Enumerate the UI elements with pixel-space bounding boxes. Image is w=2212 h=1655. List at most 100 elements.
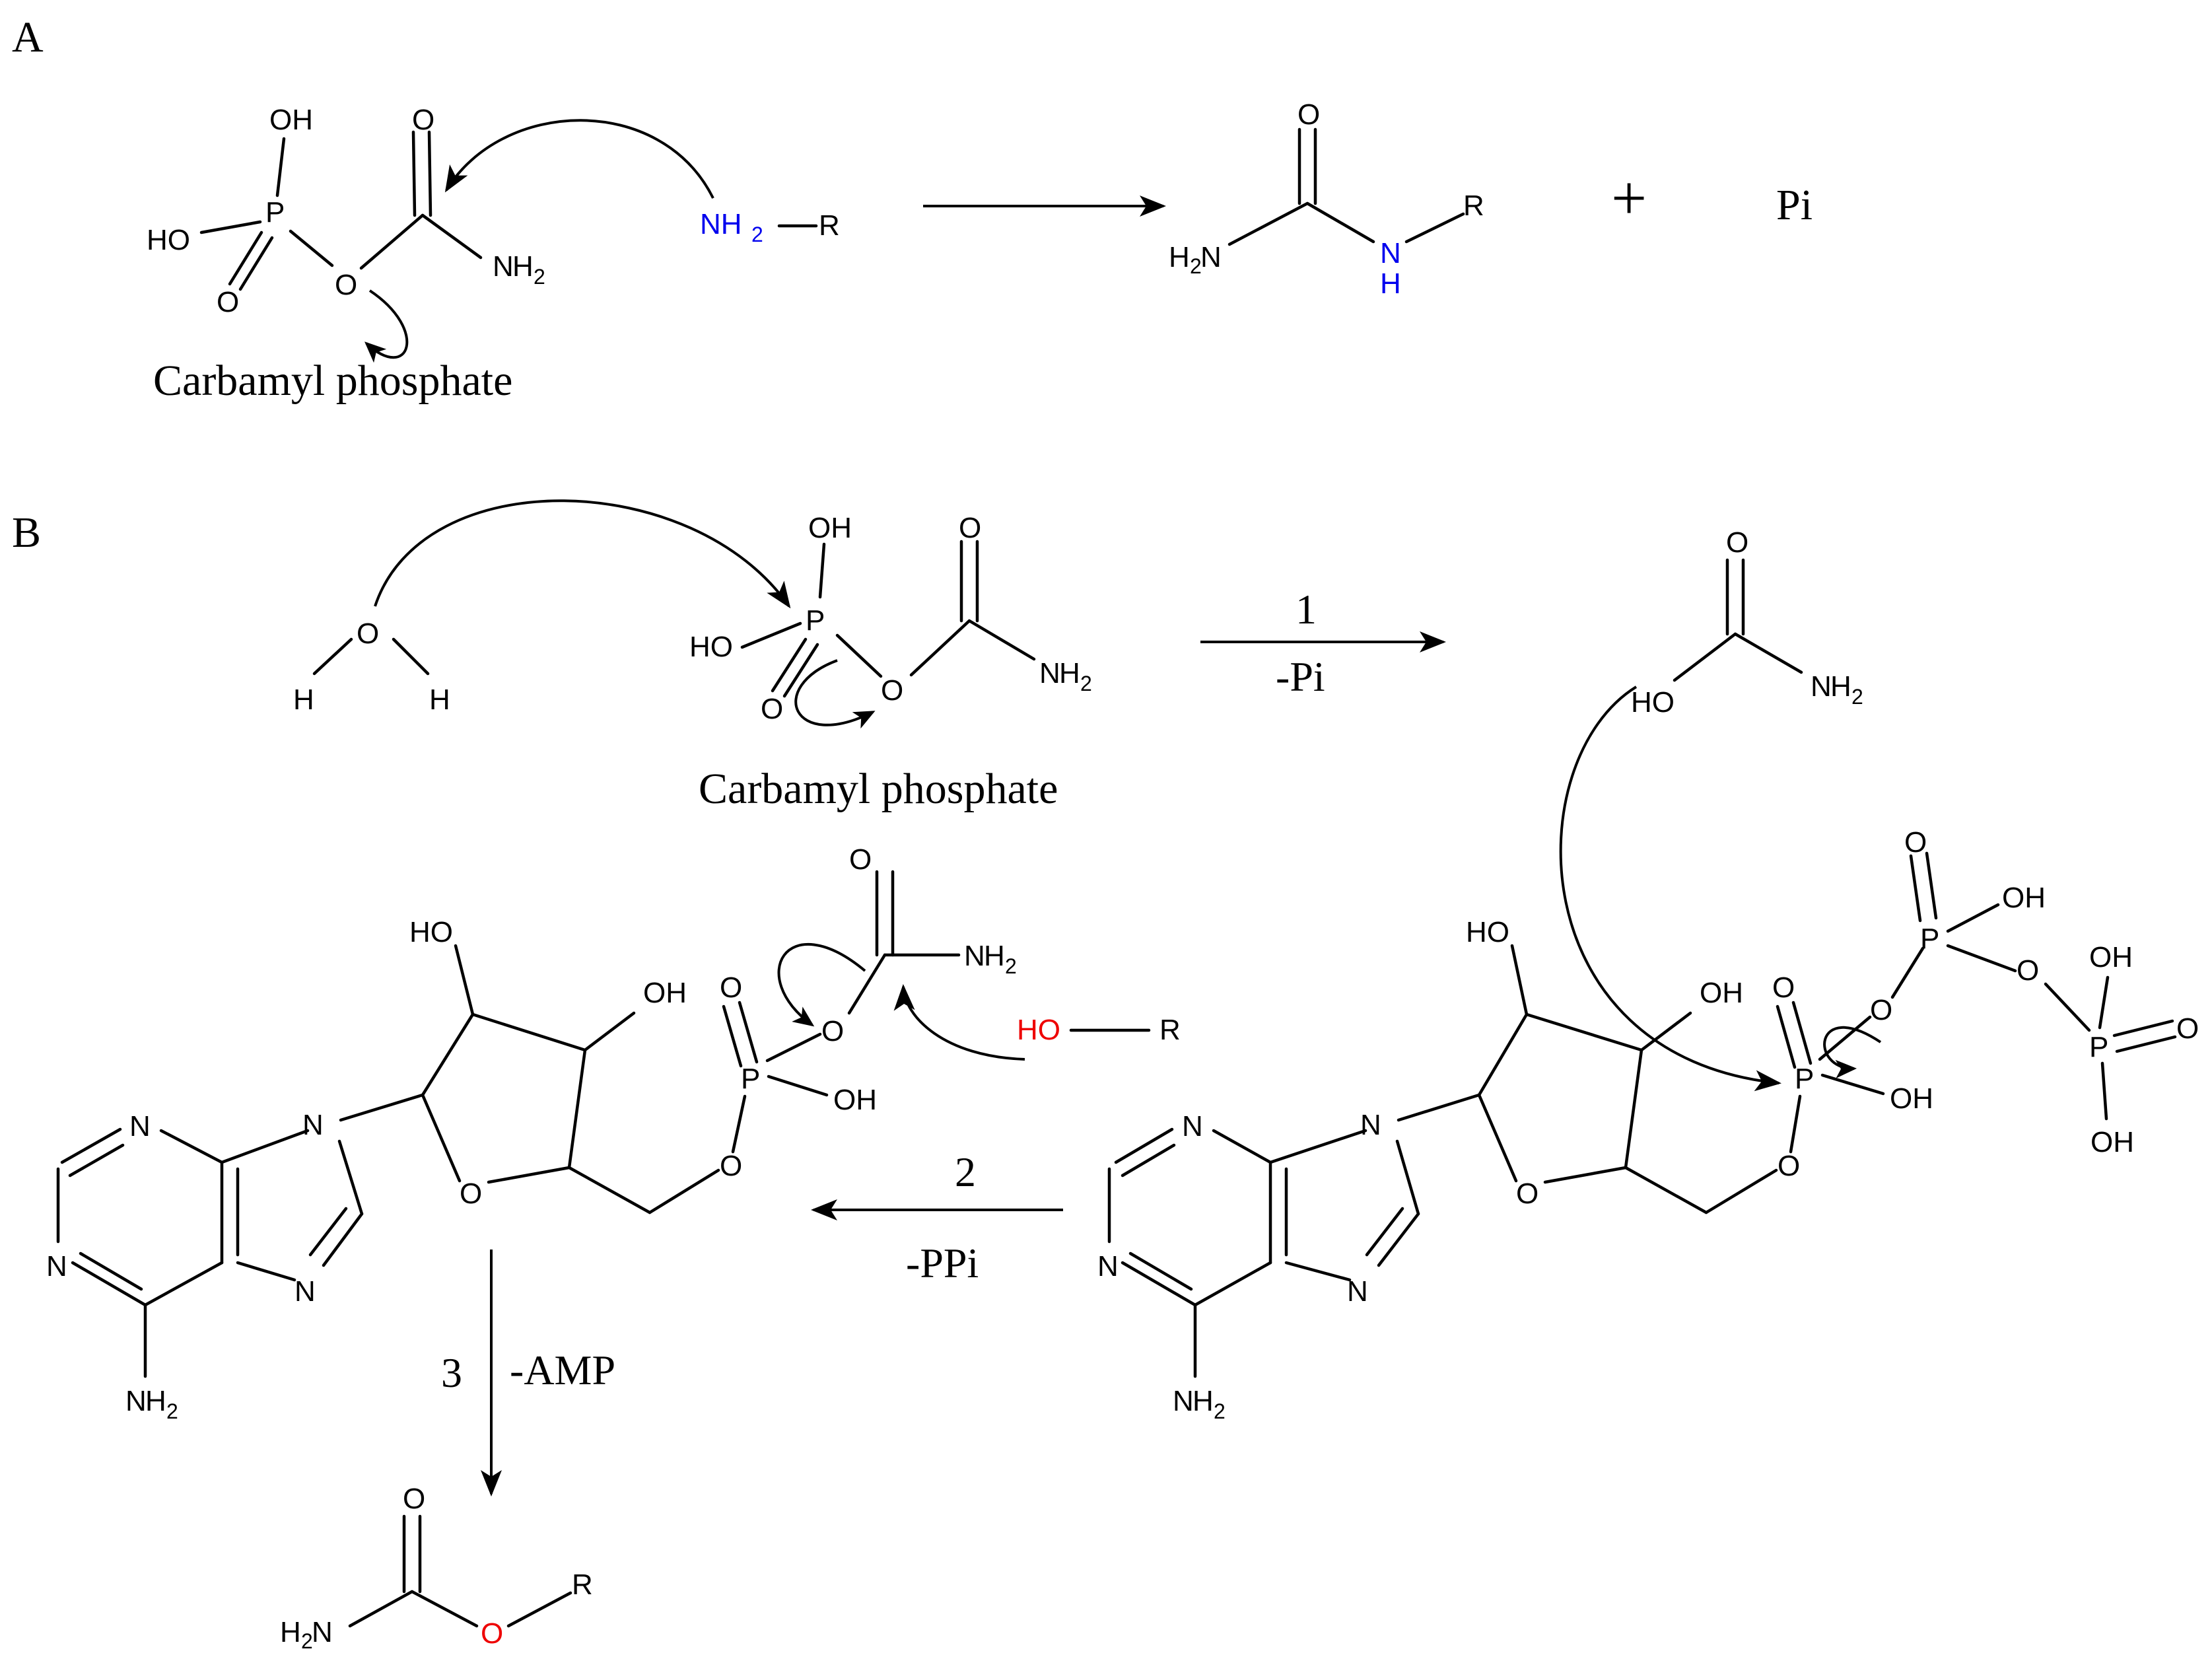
atom-o: O: [881, 674, 903, 707]
atom-nh-blue: NH: [700, 208, 742, 240]
atom-subscript: 2: [534, 265, 545, 289]
alcohol-reagent: HO R: [1017, 1014, 1181, 1046]
atom-oh: OH: [643, 977, 687, 1009]
atom-n: N: [1360, 1109, 1381, 1141]
atom-subscript: 2: [1851, 685, 1863, 709]
atom-ho: HO: [409, 916, 453, 948]
step-2-number: 2: [955, 1148, 976, 1195]
atom-ho: HO: [689, 631, 733, 663]
panel-label-b: B: [12, 509, 41, 557]
curly-arrow-amp-leave: [777, 942, 866, 1027]
step-3-label: -AMP: [510, 1347, 615, 1393]
step-1-number: 1: [1296, 586, 1317, 633]
atom-n: N: [1182, 1110, 1203, 1143]
curly-arrow-water-attack: [374, 499, 791, 609]
atom-h: H: [429, 684, 450, 716]
atom-o: O: [720, 1150, 742, 1182]
atom-o: O: [335, 269, 357, 301]
atom-subscript: 2: [751, 223, 763, 246]
atom-o: O: [849, 843, 872, 876]
atom-oh: OH: [269, 104, 313, 136]
atom-subscript: 2: [1005, 954, 1017, 978]
atom-o: O: [1904, 826, 1927, 859]
atom-o: O: [1870, 994, 1892, 1026]
atom-o: O: [2017, 954, 2039, 987]
atom-o: O: [1778, 1150, 1800, 1182]
atom-oh: OH: [833, 1084, 877, 1116]
atom-h-blue: H: [1380, 267, 1401, 300]
atom-subscript: 2: [1190, 254, 1202, 278]
curly-arrow-leave: [364, 289, 409, 363]
carbamic-acid: O HO N H 2: [1631, 526, 1863, 719]
atom-o: O: [821, 1015, 844, 1047]
atom-p: P: [806, 604, 825, 637]
atom-n: N: [964, 940, 985, 972]
panel-label-a: A: [12, 13, 44, 61]
plus-sign: +: [1611, 162, 1647, 233]
atom-h: H: [1830, 670, 1851, 703]
atom-h: H: [293, 684, 314, 716]
atom-h: H: [1169, 241, 1190, 273]
atom-o: O: [761, 693, 783, 725]
atom-n: N: [129, 1110, 151, 1143]
carbamoyl-amp: N N N N N H 2 HO OH O O P O OH O O: [46, 843, 1017, 1423]
atom-h: H: [1192, 1385, 1214, 1417]
atom-oh: OH: [1700, 977, 1743, 1009]
curly-arrow-leave-b: [794, 659, 876, 729]
atom-oh: OH: [2089, 941, 2133, 973]
atom-n: N: [312, 1616, 333, 1648]
water-molecule: O H H: [293, 617, 450, 716]
atom-subscript: 2: [1214, 1399, 1226, 1423]
atom-n-blue: N: [1380, 237, 1401, 269]
atom-oh: OH: [1890, 1082, 1933, 1115]
caption-carbamyl-phosphate-b: Carbamyl phosphate: [699, 765, 1058, 813]
atom-o: O: [403, 1483, 425, 1515]
atom-o: O: [357, 617, 379, 650]
curly-arrow-carbamate-attack: [1559, 686, 1781, 1092]
atom-ho: HO: [147, 224, 190, 256]
atom-oh: OH: [2002, 882, 2046, 914]
atom-o: O: [460, 1178, 482, 1210]
atom-n: N: [1811, 670, 1832, 703]
atom-n: N: [302, 1109, 324, 1141]
atom-r: R: [572, 1568, 593, 1601]
carbamate-product: O H 2 N O R: [280, 1483, 593, 1653]
atom-h: H: [145, 1385, 166, 1417]
atom-o: O: [217, 286, 239, 318]
atom-n: N: [46, 1250, 67, 1283]
atom-n: N: [1347, 1275, 1368, 1308]
step-3-number: 3: [441, 1349, 462, 1396]
atom-o: O: [1726, 526, 1748, 559]
atom-n: N: [1173, 1385, 1194, 1417]
atom-p: P: [1920, 923, 1939, 955]
atom-n: N: [125, 1385, 147, 1417]
carbamyl-phosphate-b: OH P HO O O O N H 2: [689, 512, 1092, 725]
atom-p: P: [741, 1063, 760, 1095]
atom-r: R: [1463, 190, 1484, 222]
amine-reagent: NH 2 R: [700, 208, 840, 246]
step-1-label: -Pi: [1276, 653, 1325, 700]
atom-p: P: [2089, 1031, 2108, 1063]
carbamyl-phosphate-a: OH P HO O O O N H 2: [147, 104, 545, 318]
atom-p: P: [1795, 1063, 1814, 1095]
atom-o-red: O: [481, 1617, 503, 1650]
atom-o: O: [412, 104, 434, 136]
step-2-label: -PPi: [906, 1240, 979, 1286]
atom-o: O: [1516, 1178, 1538, 1210]
curly-arrow-attack: [444, 119, 714, 199]
atom-r: R: [819, 209, 840, 242]
curly-arrow-pyrophosphate-leave: [1823, 1026, 1882, 1078]
atom-ho-red: HO: [1017, 1014, 1060, 1046]
atom-o: O: [720, 971, 742, 1004]
atom-o: O: [1297, 98, 1320, 131]
atom-subscript: 2: [166, 1399, 178, 1423]
atom-o: O: [959, 512, 981, 544]
atom-n: N: [1097, 1250, 1119, 1283]
atom-subscript: 2: [301, 1629, 313, 1653]
atom-n: N: [1200, 241, 1222, 273]
atom-o: O: [1772, 971, 1795, 1004]
atom-oh: OH: [808, 512, 852, 544]
atom-n: N: [1039, 657, 1060, 689]
urea-product: H 2 N O N H R: [1169, 98, 1484, 300]
